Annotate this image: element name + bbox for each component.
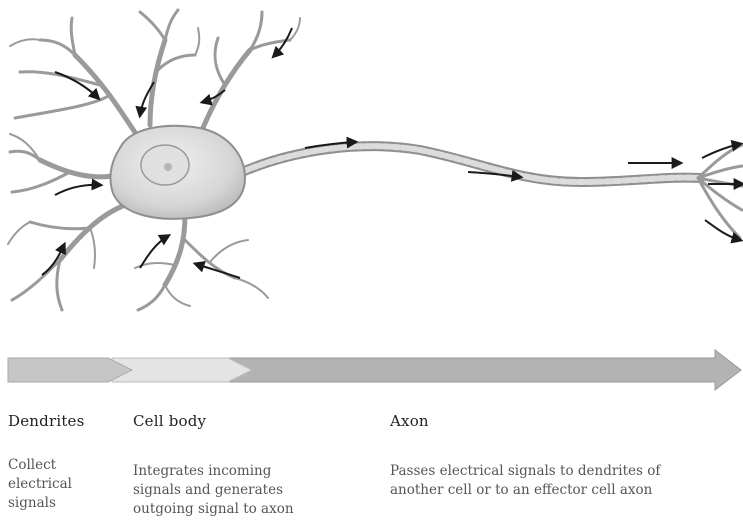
region-bands: [8, 350, 741, 390]
signal-arrow: [55, 185, 100, 195]
cell-body-description-text: Integrates incoming signals and generate…: [133, 462, 353, 519]
nucleolus: [164, 163, 172, 171]
signal-arrow: [705, 220, 740, 240]
axon-label: Axon: [390, 412, 429, 430]
dendrites-description-text: Collect electrical signals: [8, 456, 118, 513]
axon: [235, 146, 700, 182]
dendrites-label: Dendrites: [8, 412, 85, 430]
cell-body-label: Cell body: [133, 412, 206, 430]
dendrites-band: [8, 358, 132, 382]
cell-body: [110, 126, 245, 219]
axon-description: Passes electrical signals to dendrites o…: [390, 462, 730, 500]
axon-description-text: Passes electrical signals to dendrites o…: [390, 462, 730, 500]
signal-arrow: [196, 264, 240, 278]
cell-body-description: Integrates incoming signals and generate…: [133, 462, 353, 519]
axon-terminals: [698, 145, 742, 238]
axon-band: [230, 350, 741, 390]
dendrites-description: Collect electrical signals: [8, 456, 118, 513]
